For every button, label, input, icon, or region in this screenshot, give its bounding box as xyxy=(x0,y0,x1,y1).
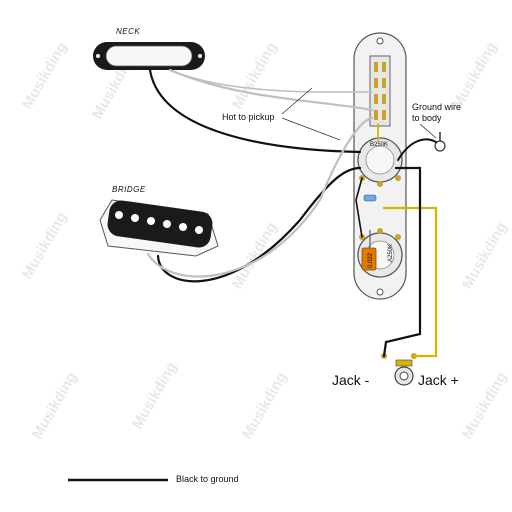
neck-label: NECK xyxy=(116,27,140,36)
ground-lug xyxy=(434,132,446,152)
ground-wire-label-2: to body xyxy=(412,113,442,123)
capacitor-label: 0.022 xyxy=(368,252,374,268)
watermark: Musikding xyxy=(459,369,511,442)
wire-black-jack-ground xyxy=(382,166,422,358)
jack-plus-label: Jack + xyxy=(418,372,459,388)
bridge-pickup: BRIDGE xyxy=(99,185,219,257)
watermark: Musikding xyxy=(19,39,71,112)
wires xyxy=(146,68,438,358)
watermark: Musikding xyxy=(239,369,291,442)
watermark: Musikding xyxy=(459,219,511,292)
legend: Black to ground xyxy=(68,474,239,484)
watermark: Musikding xyxy=(19,209,71,282)
wire-pot-ground xyxy=(355,177,363,238)
watermark: Musikding xyxy=(229,219,281,292)
wire-bridge-black xyxy=(156,166,362,283)
annotation-lines xyxy=(281,87,437,141)
neck-pickup: NECK xyxy=(93,27,205,70)
watermark: Musikding xyxy=(129,359,181,432)
plate-screw-top xyxy=(376,37,384,45)
legend-black-label: Black to ground xyxy=(176,474,239,484)
wire-bridge-white xyxy=(146,116,374,278)
plate-screw-bottom xyxy=(376,288,384,296)
wire-ground-body xyxy=(397,138,437,161)
wire-neck-white xyxy=(168,68,374,112)
watermark: Musikding xyxy=(29,369,81,442)
jack-minus-label: Jack - xyxy=(332,372,370,388)
ground-wire-label: Ground wire xyxy=(412,102,461,112)
capacitor: 0.022 xyxy=(361,230,377,271)
wire-yellow-jack-hot xyxy=(382,206,438,358)
bridge-label: BRIDGE xyxy=(112,185,146,194)
volume-pot: B250K xyxy=(357,137,403,187)
treble-bleed xyxy=(363,194,377,202)
three-way-switch xyxy=(369,55,391,127)
hot-to-pickup-label: Hot to pickup xyxy=(222,112,275,122)
watermark: Musikding xyxy=(229,39,281,112)
wire-neck-black xyxy=(148,68,362,154)
wire-neck-hot xyxy=(169,69,373,93)
tone-pot-label: A250K xyxy=(388,244,394,262)
bridge-pole-pieces xyxy=(115,211,203,234)
volume-pot-label: B250K xyxy=(370,142,388,148)
output-jack xyxy=(381,353,417,386)
